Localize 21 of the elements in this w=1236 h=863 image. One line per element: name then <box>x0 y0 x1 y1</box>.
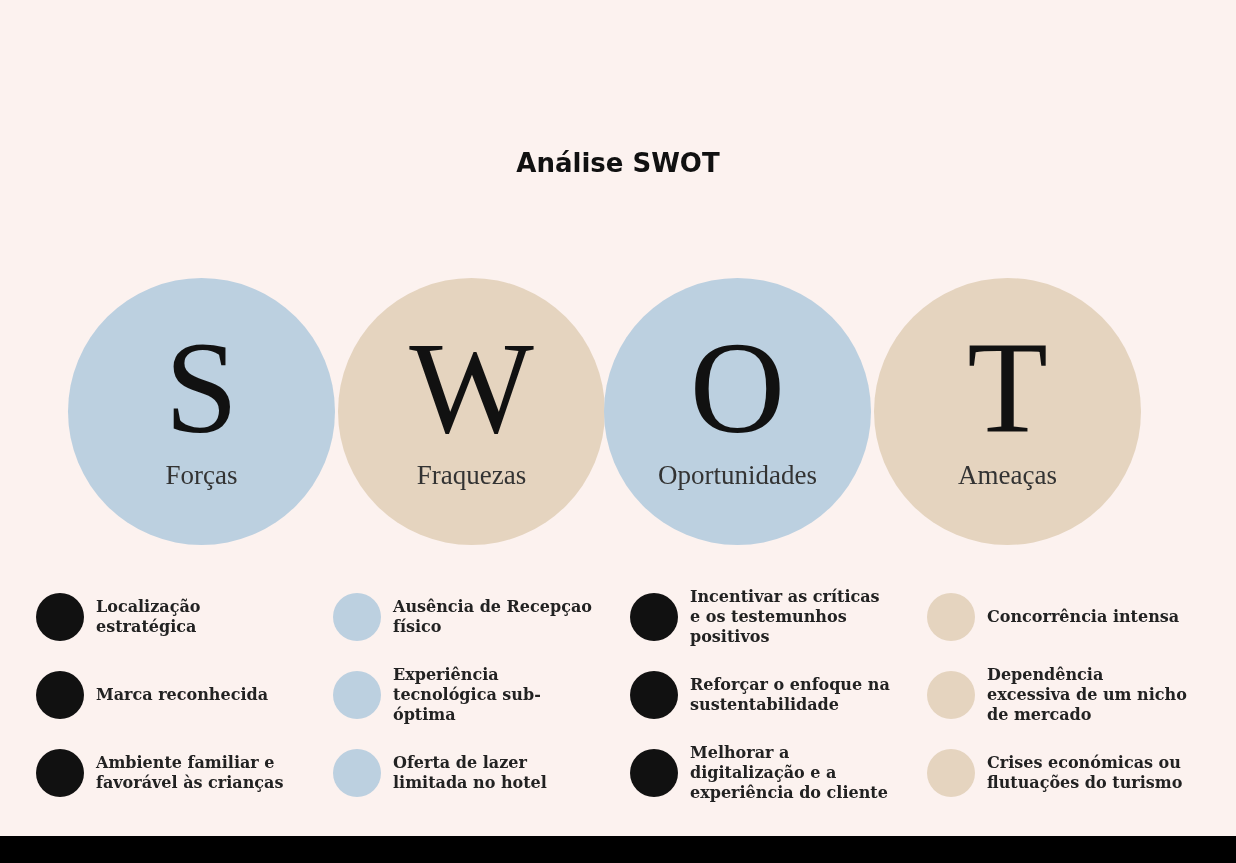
quadrant-title: Fraquezas <box>415 460 528 491</box>
bullet-text: Experiência tecnológica sub-óptima <box>393 665 542 725</box>
quadrant-title: Ameaças <box>957 460 1058 491</box>
bullet-text: Localização estratégica <box>96 597 202 637</box>
bullet-text: Marca reconhecida <box>96 685 270 705</box>
bullet-text: Reforçar o enfoque na sustentabilidade <box>690 675 890 715</box>
bullet-text: Crises económicas ou flutuações do turismo <box>987 753 1184 793</box>
swot-letter: S <box>163 318 240 458</box>
bullet-text: Melhorar a digitalização e a experiência do cliente <box>690 743 889 803</box>
bullet-text: Concorrência intensa <box>987 607 1181 627</box>
swot-letter: O <box>688 318 787 458</box>
bullet-text: Oferta de lazer limitada no hotel <box>393 753 548 793</box>
quadrant-title: Oportunidades <box>657 460 818 491</box>
bullet-text: Ambiente familiar e favorável às crianças <box>96 753 285 793</box>
bullet-text: Dependência excessiva de um nicho de mercado <box>987 665 1187 725</box>
quadrant-title: Forças <box>164 460 239 491</box>
swot-letter: W <box>408 318 535 458</box>
title: Análise SWOT <box>515 148 721 178</box>
bullet-text: Ausência de Recepçao físico <box>393 597 593 637</box>
swot-letter: T <box>966 318 1049 458</box>
bullet-text: Incentivar as críticas e os testemunhos positivos <box>690 587 881 647</box>
